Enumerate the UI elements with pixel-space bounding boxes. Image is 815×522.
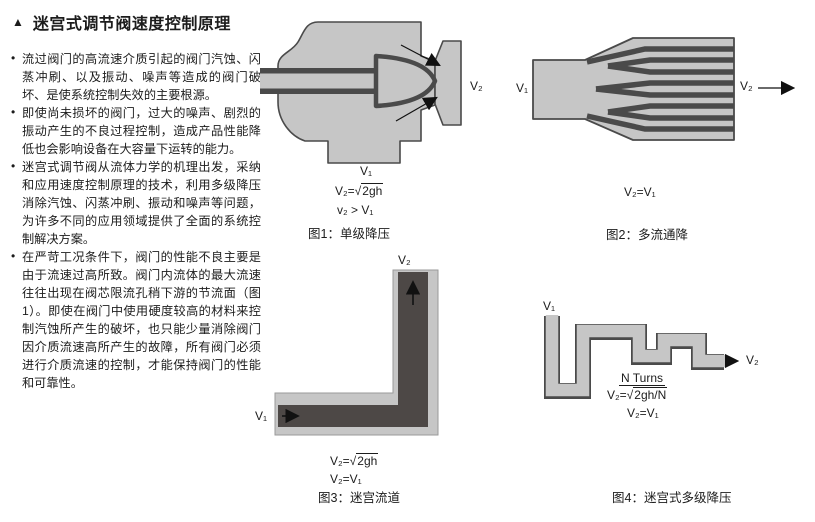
fig3-v2-label: V₂ bbox=[398, 253, 411, 267]
fig1-v1-label: V₁ bbox=[360, 164, 373, 178]
figure-4-labyrinth-multistage: V₁ V₂ N Turns V₂=√2gh/N V₂=V₁ 图4：迷宫式多级降压 bbox=[515, 298, 815, 522]
valve-cross-section-diagram bbox=[260, 21, 462, 164]
bullet-dot: • bbox=[11, 159, 16, 173]
page-title: 迷宫式调节阀速度控制原理 bbox=[32, 16, 231, 33]
fig1-caption: 图1：单级降压 bbox=[308, 227, 390, 241]
bullet-dot: • bbox=[11, 51, 16, 65]
fig2-v2-label: V₂ bbox=[740, 79, 753, 93]
figure-2-multi-flow: V₁ V₂ V₂=V₁ 图2：多流通降 bbox=[510, 20, 810, 250]
bullet-list: • 流过阀门的高流速介质引起的阀门汽蚀、闪蒸冲刷、以及振动、噪声等造成的阀门破坏… bbox=[10, 50, 261, 392]
bullet-item: • 在严苛工况条件下，阀门的性能不良主要是由于流速过高所致。阀门内流体的最大流速… bbox=[10, 248, 261, 392]
bullet-item: • 即使尚未损坏的阀门，过大的噪声、剧烈的振动产生的不良过程控制，造成产品性能降… bbox=[10, 104, 261, 158]
bullet-item: • 迷宫式调节阀从流体力学的机理出发，采纳和应用速度控制原理的技术，利用多级降压… bbox=[10, 158, 261, 248]
fig3-v1-label: V₁ bbox=[255, 409, 268, 423]
fig3-formula-1: V₂=√2gh bbox=[330, 453, 379, 468]
fig4-v1-label: V₁ bbox=[543, 299, 556, 313]
bullet-dot: • bbox=[11, 105, 16, 119]
l-channel-diagram bbox=[274, 269, 439, 436]
figure-3-labyrinth-channel: V₂ V₁ V₂=√2gh V₂=V₁ 图3：迷宫流道 bbox=[255, 253, 495, 515]
fig4-formula-2: V₂=V₁ bbox=[627, 406, 659, 420]
fig3-formula-2: V₂=V₁ bbox=[330, 472, 362, 486]
bullet-item: • 流过阀门的高流速介质引起的阀门汽蚀、闪蒸冲刷、以及振动、噪声等造成的阀门破坏… bbox=[10, 50, 261, 104]
fig2-formula-1: V₂=V₁ bbox=[624, 185, 656, 199]
fig4-caption: 图4：迷宫式多级降压 bbox=[612, 491, 732, 505]
zigzag-labyrinth-diagram bbox=[544, 315, 740, 399]
figure-1-single-stage: V₂ V₁ V₂=√2gh v₂ > V₁ 图1：单级降压 bbox=[258, 8, 503, 248]
fig4-v2-label: V₂ bbox=[746, 353, 759, 367]
fig2-v1-label: V₁ bbox=[516, 81, 529, 95]
bullet-text: 在严苛工况条件下，阀门的性能不良主要是由于流速过高所致。阀门内流体的最大流速往往… bbox=[22, 250, 261, 390]
bullet-text: 即使尚未损坏的阀门，过大的噪声、剧烈的振动产生的不良过程控制，造成产品性能降低也… bbox=[22, 106, 261, 156]
fig4-formula-1: V₂=√2gh/N bbox=[607, 387, 668, 402]
fig2-caption: 图2：多流通降 bbox=[606, 228, 688, 242]
fig3-caption: 图3：迷宫流道 bbox=[318, 491, 400, 505]
fig1-formula-2: v₂ > V₁ bbox=[337, 203, 374, 217]
bullet-dot: • bbox=[11, 249, 16, 263]
triangle-marker-icon: ▲ bbox=[12, 15, 24, 29]
multi-flow-diagram bbox=[532, 37, 796, 141]
header: ▲ 迷宫式调节阀速度控制原理 bbox=[12, 10, 231, 34]
fig4-n-turns-label: N Turns bbox=[619, 371, 666, 386]
bullet-text: 流过阀门的高流速介质引起的阀门汽蚀、闪蒸冲刷、以及振动、噪声等造成的阀门破坏、是… bbox=[22, 52, 261, 102]
fig1-formula-1: V₂=√2gh bbox=[335, 183, 384, 198]
fig1-v2-label: V₂ bbox=[470, 79, 483, 93]
bullet-text: 迷宫式调节阀从流体力学的机理出发，采纳和应用速度控制原理的技术，利用多级降压消除… bbox=[22, 160, 261, 246]
